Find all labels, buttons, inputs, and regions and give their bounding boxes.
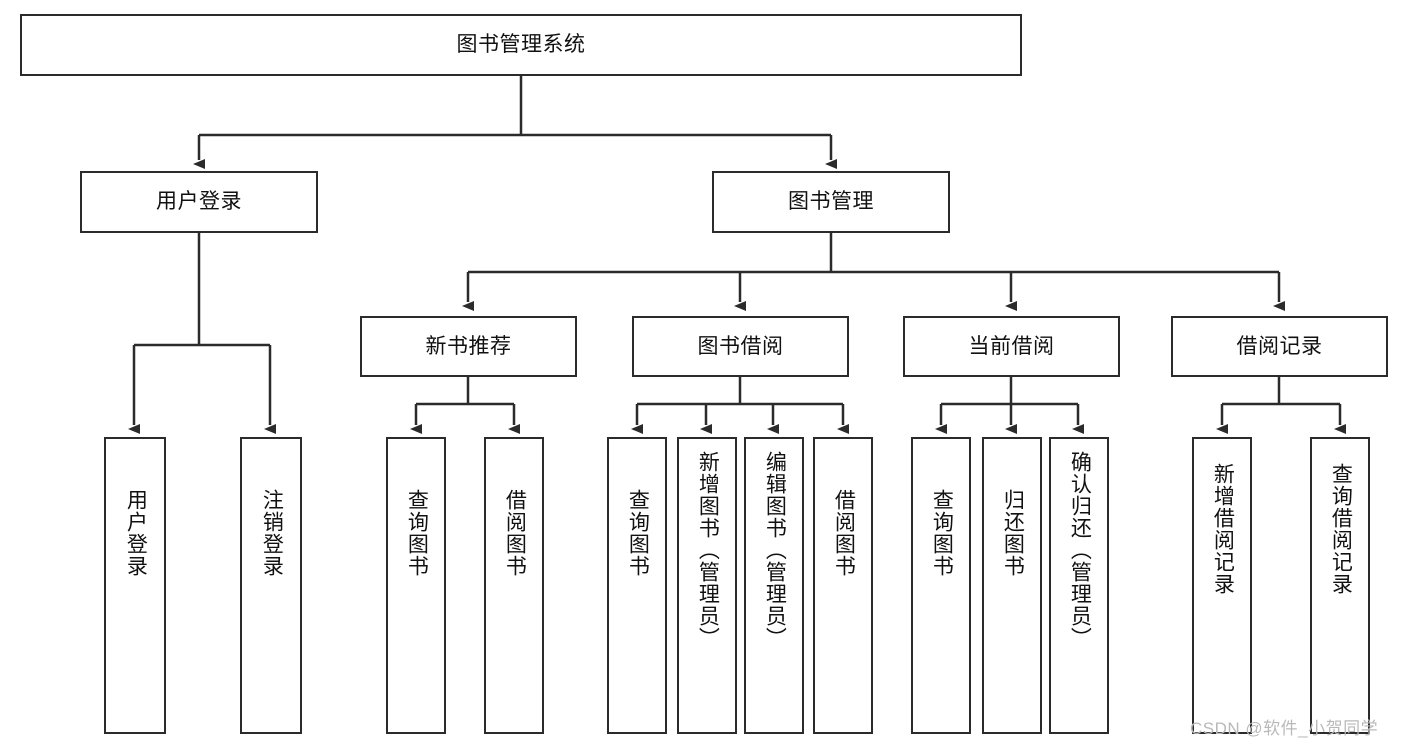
node-label: 查询图书 (930, 489, 954, 577)
node-label: 图书借阅 (697, 334, 784, 358)
node-leaf-logout[interactable]: 注销登录 (240, 437, 302, 734)
node-leaf-confirm-return[interactable]: 确认归还（管理员） (1049, 437, 1109, 734)
node-leaf-edit-book[interactable]: 编辑图书（管理员） (744, 437, 804, 734)
node-leaf-add-book[interactable]: 新增图书（管理员） (677, 437, 737, 734)
node-label: 新书推荐 (425, 334, 512, 358)
node-leaf-borrow-book-recommend[interactable]: 借阅图书 (484, 437, 544, 734)
node-label: 确认归还（管理员） (1068, 451, 1092, 649)
node-new-book-recommend[interactable]: 新书推荐 (360, 316, 577, 377)
node-leaf-query-borrow-record[interactable]: 查询借阅记录 (1310, 437, 1370, 734)
node-book-manage[interactable]: 图书管理 (712, 171, 950, 233)
node-label: 借阅记录 (1236, 334, 1323, 358)
node-label: 用户登录 (156, 190, 242, 214)
node-book-borrow[interactable]: 图书借阅 (632, 316, 849, 377)
node-label: 归还图书 (1001, 489, 1025, 577)
node-label: 新增图书（管理员） (696, 451, 720, 649)
node-label: 借阅图书 (503, 489, 527, 577)
node-label: 用户登录 (124, 489, 148, 577)
node-leaf-query-book-borrow[interactable]: 查询图书 (607, 437, 667, 734)
node-user-login[interactable]: 用户登录 (80, 171, 318, 233)
node-leaf-add-borrow-record[interactable]: 新增借阅记录 (1192, 437, 1252, 734)
node-leaf-borrow-book[interactable]: 借阅图书 (813, 437, 873, 734)
node-leaf-query-book-recommend[interactable]: 查询图书 (386, 437, 446, 734)
node-label: 编辑图书（管理员） (763, 451, 787, 649)
node-current-borrow[interactable]: 当前借阅 (903, 316, 1120, 377)
node-label: 查询图书 (626, 489, 650, 577)
node-label: 查询图书 (405, 489, 429, 577)
node-label: 图书管理 (788, 190, 874, 214)
node-leaf-query-book-current[interactable]: 查询图书 (911, 437, 971, 734)
node-label: 注销登录 (260, 489, 284, 577)
node-label: 图书管理系统 (456, 33, 586, 57)
node-root-system[interactable]: 图书管理系统 (20, 14, 1022, 76)
node-label: 借阅图书 (832, 489, 856, 577)
node-leaf-user-login[interactable]: 用户登录 (104, 437, 166, 734)
node-borrow-record[interactable]: 借阅记录 (1171, 316, 1388, 377)
node-leaf-return-book[interactable]: 归还图书 (982, 437, 1042, 734)
node-label: 当前借阅 (968, 334, 1055, 358)
node-label: 查询借阅记录 (1329, 463, 1353, 595)
node-label: 新增借阅记录 (1211, 463, 1235, 595)
watermark-text: CSDN @软件_小贺同学 (1190, 719, 1379, 738)
